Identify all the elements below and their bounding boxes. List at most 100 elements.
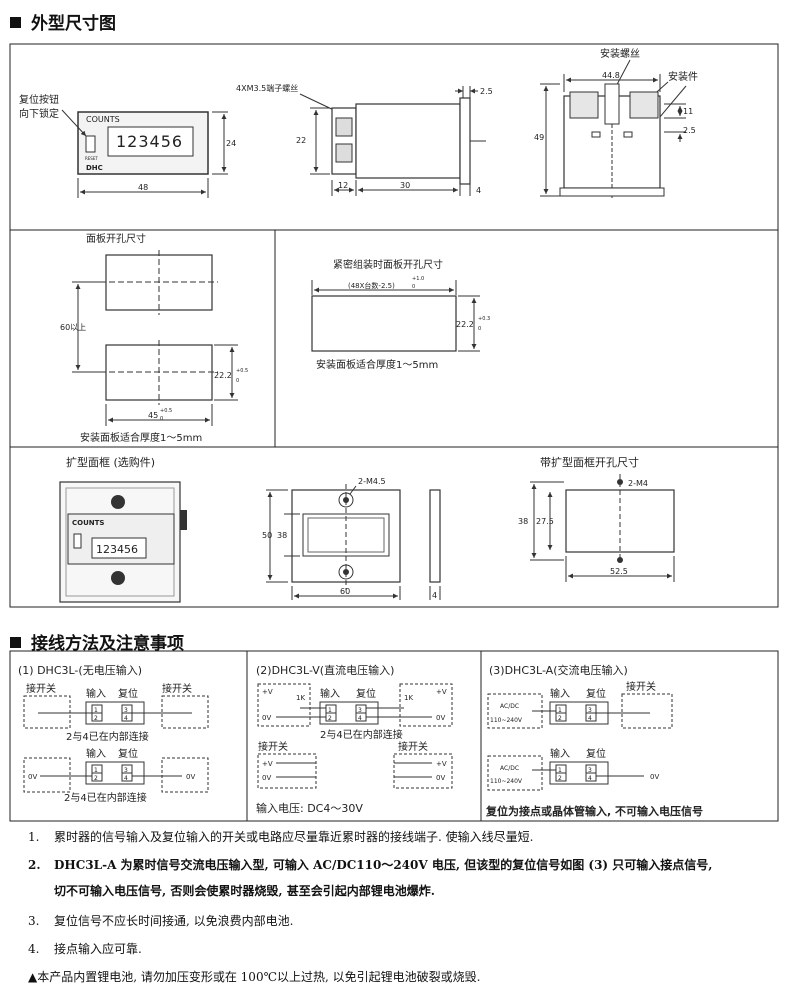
wiring-diagrams: (1) DHC3L-(无电压输入) 接开关 输入 复位 接开关 1 2 3 4 … <box>9 650 779 822</box>
dimension-drawings: 复位按钮 向下锁定 COUNTS 123456 RESET DHC 24 48 … <box>9 43 779 608</box>
frame-bottom <box>9 446 779 608</box>
bullet-square-icon <box>10 17 21 28</box>
panel2-reset: 复位 <box>356 687 376 700</box>
svg-text:3: 3 <box>124 767 128 774</box>
panel2-title: (2)DHC3L-V(直流电压输入) <box>256 663 394 677</box>
counter-rear-view: 安装螺丝 安装件 44.8 49 11 2.5 <box>534 47 698 198</box>
svg-text:3: 3 <box>358 707 362 714</box>
panel3-acdc2: AC/DC <box>500 765 519 772</box>
dim-27-5: 27.5 <box>536 517 554 526</box>
close-mount-cutout-drawing: 紧密组装时面板开孔尺寸 (48X台数-2.5) +1.0 0 22.2 +0.3… <box>311 258 490 371</box>
panel3-input: 输入 <box>550 687 570 700</box>
panel3-reset: 复位 <box>586 687 606 700</box>
dim-60-min: 60以上 <box>60 323 86 332</box>
panel1-switch-left: 接开关 <box>26 682 56 695</box>
dim-22: 22 <box>296 136 306 145</box>
close-mount-formula: (48X台数-2.5) <box>348 281 395 290</box>
dim-12: 12 <box>338 181 348 190</box>
section2-header: 接线方法及注意事项 <box>10 629 184 654</box>
reset-label-line2: 向下锁定 <box>19 107 59 120</box>
panel2-ov-left: 0V <box>262 714 271 722</box>
svg-text:4: 4 <box>588 715 592 722</box>
reset-button <box>85 135 96 153</box>
panel2-input: 输入 <box>320 687 340 700</box>
note-2-cont-text: 切不可输入电压信号, 否则会使累时器烧毁, 甚至会引起内部锂电池爆炸. <box>54 884 435 898</box>
panel3-title: (3)DHC3L-A(交流电压输入) <box>489 663 628 677</box>
note-1-text: 累时器的信号输入及复位输入的开关或电路应尽量靠近累时器的接线端子. 使输入线尽量… <box>54 830 534 844</box>
svg-text:4: 4 <box>588 775 592 782</box>
terminal-screw-label: 4XM3.5端子螺丝 <box>236 83 298 93</box>
dim-50: 50 <box>262 531 272 540</box>
counter-maker: DHC <box>86 164 103 172</box>
dim-38-cutout: 38 <box>518 517 528 526</box>
note-2-text: DHC3L-A 为累时信号交流电压输入型, 可输入 AC/DC110～240V … <box>54 858 713 872</box>
panel2-ov-right2: 0V <box>436 774 445 782</box>
svg-text:3: 3 <box>588 767 592 774</box>
svg-text:1: 1 <box>94 767 98 774</box>
section2-title: 接线方法及注意事项 <box>31 634 184 654</box>
dim-45-tol-lower: 0 <box>160 416 163 422</box>
panel3-acdc: AC/DC <box>500 703 519 710</box>
svg-text:3: 3 <box>124 707 128 714</box>
dim-22-2: 22.2 <box>214 371 232 380</box>
panel2-ov-left2: 0V <box>262 774 271 782</box>
svg-text:2: 2 <box>94 715 98 722</box>
note-1: 1.累时器的信号输入及复位输入的开关或电路应尽量靠近累时器的接线端子. 使输入线… <box>28 828 533 845</box>
panel1-title: (1) DHC3L-(无电压输入) <box>18 663 142 677</box>
note-3: 3.复位信号不应长时间接通, 以免浪费内部电池. <box>28 912 293 929</box>
svg-text:1: 1 <box>328 707 332 714</box>
panel2-1k-right: 1K <box>404 694 413 702</box>
svg-text:4: 4 <box>358 715 362 722</box>
dim-22-2-tol-upper: +0.5 <box>236 368 248 374</box>
svg-text:4: 4 <box>124 715 128 722</box>
panel2-input-voltage: 输入电压: DC4～30V <box>256 801 363 815</box>
panel1-note1: 2与4已在内部连接 <box>66 730 149 743</box>
panel2-note: 2与4已在内部连接 <box>320 728 403 741</box>
dim-11: 11 <box>683 107 693 116</box>
panel3-reset2: 复位 <box>586 747 606 760</box>
dim-48: 48 <box>138 183 148 192</box>
counter-brand: COUNTS <box>86 115 120 124</box>
svg-text:1: 1 <box>558 767 562 774</box>
dim-2-5-rear: 2.5 <box>683 126 696 135</box>
dim-30: 30 <box>400 181 410 190</box>
dim-38: 38 <box>277 531 287 540</box>
note-warning: ▲本产品内置锂电池, 请勿加压变形或在 100℃以上过热, 以免引起锂电池破裂或… <box>2 968 480 985</box>
panel-thickness-note: 安装面板适合厚度1～5mm <box>80 431 202 444</box>
dim-60: 60 <box>340 587 350 596</box>
dim-4: 4 <box>476 186 481 195</box>
hole-label-m4: 2-M4 <box>628 479 648 488</box>
wiring-panel-ac-voltage: (3)DHC3L-A(交流电压输入) 输入 复位 接开关 AC/DC 110~2… <box>485 663 703 818</box>
svg-text:1: 1 <box>94 707 98 714</box>
close-mount-tol-upper: +0.3 <box>478 316 490 322</box>
close-mount-title: 紧密组装时面板开孔尺寸 <box>333 258 443 271</box>
dim-45-tol-upper: +0.5 <box>160 408 172 414</box>
expansion-counter-digits: 123456 <box>96 543 138 556</box>
counter-front-view: 复位按钮 向下锁定 COUNTS 123456 RESET DHC 24 48 <box>19 93 236 198</box>
formula-tol-lower: 0 <box>412 284 415 290</box>
panel2-plus-v-right2: +V <box>436 760 447 768</box>
close-mount-thickness-note: 安装面板适合厚度1～5mm <box>316 358 438 371</box>
panel3-footer: 复位为接点或晶体管输入, 不可输入电压信号 <box>485 804 703 818</box>
note-2: 2.DHC3L-A 为累时信号交流电压输入型, 可输入 AC/DC110～240… <box>28 856 712 873</box>
panel2-plus-v-right: +V <box>436 688 447 696</box>
svg-text:2: 2 <box>328 715 332 722</box>
panel1-input: 输入 <box>86 687 106 700</box>
svg-text:3: 3 <box>588 707 592 714</box>
panel1-switch-right: 接开关 <box>162 682 192 695</box>
dim-22-2-tol-lower: 0 <box>236 378 239 384</box>
panel-cutout-title: 面板开孔尺寸 <box>86 232 146 245</box>
close-mount-tol-lower: 0 <box>478 326 481 332</box>
wiring-panel-no-voltage: (1) DHC3L-(无电压输入) 接开关 输入 复位 接开关 1 2 3 4 … <box>18 663 209 804</box>
expansion-counter-brand: COUNTS <box>72 519 104 527</box>
panel2-1k-left: 1K <box>296 694 305 702</box>
dim-44-8: 44.8 <box>602 71 620 80</box>
formula-tol-upper: +1.0 <box>412 276 424 282</box>
dim-4-side: 4 <box>432 591 437 600</box>
panel2-plus-v-left: +V <box>262 688 273 696</box>
bullet-square-icon <box>10 637 21 648</box>
panel3-range: 110~240V <box>490 717 523 724</box>
mount-screw-label: 安装螺丝 <box>600 47 640 60</box>
svg-text:2: 2 <box>558 775 562 782</box>
wiring-panel-dc-voltage: (2)DHC3L-V(直流电压输入) 输入 复位 +V +V 1K 1K 0V … <box>256 663 453 815</box>
